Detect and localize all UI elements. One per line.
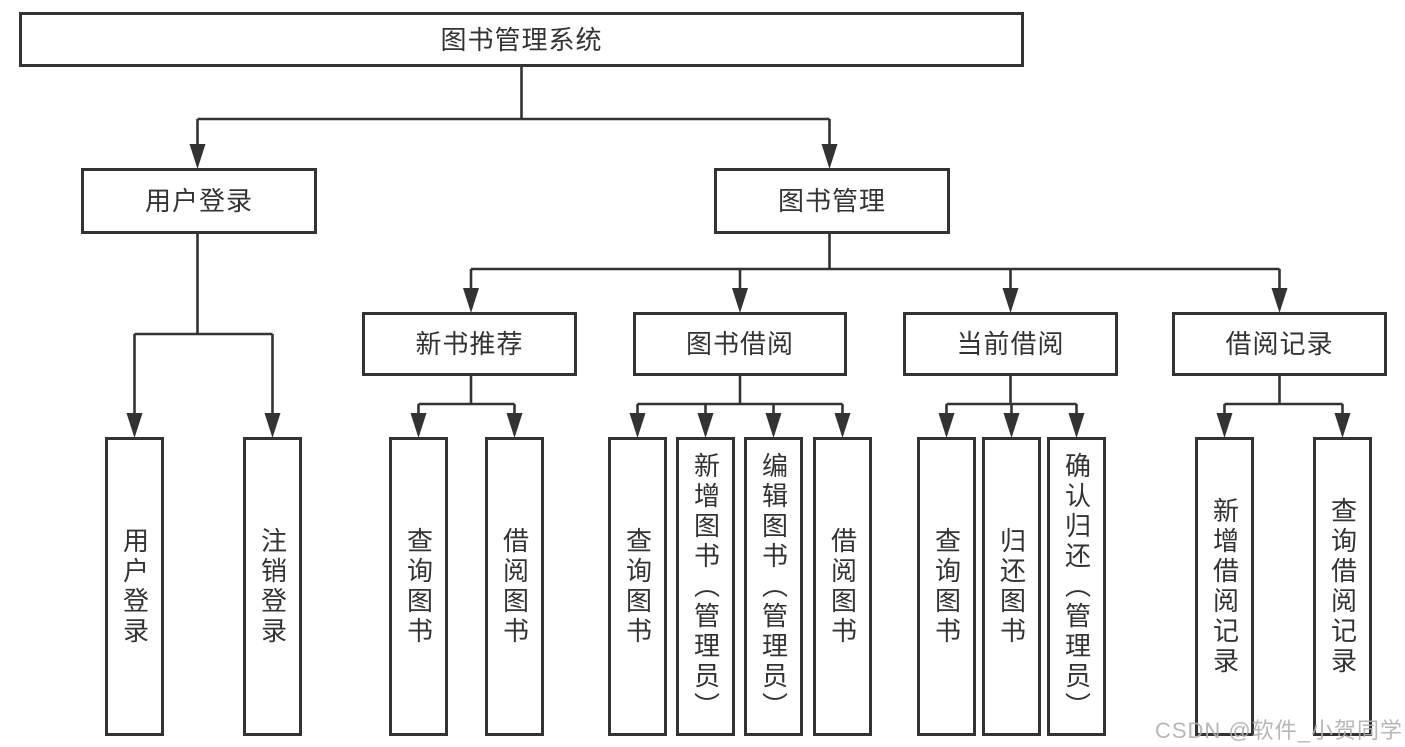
- leaf-edit-books-admin: 编辑图书（管理员）: [744, 437, 803, 736]
- node-label: 当前借阅: [956, 329, 1065, 359]
- node-label: 借阅记录: [1225, 329, 1334, 359]
- node-borrow-records: 借阅记录: [1172, 312, 1387, 376]
- node-label: 图书借阅: [685, 329, 794, 359]
- leaf-return-books: 归还图书: [982, 437, 1041, 736]
- node-label: 查询图书: [622, 526, 653, 647]
- node-label: 新增借阅记录: [1209, 496, 1240, 677]
- node-label: 借阅图书: [827, 526, 858, 647]
- node-label: 确认归还（管理员）: [1061, 451, 1092, 722]
- leaf-query-books: 查询图书: [917, 437, 976, 736]
- node-label: 借阅图书: [499, 526, 530, 647]
- node-label: 用户登录: [144, 186, 253, 216]
- leaf-query-borrow-record: 查询借阅记录: [1313, 437, 1372, 736]
- leaf-confirm-return-admin: 确认归还（管理员）: [1047, 437, 1106, 736]
- leaf-borrow-books: 借阅图书: [813, 437, 872, 736]
- node-book-management: 图书管理: [714, 168, 950, 234]
- node-label: 查询借阅记录: [1327, 496, 1358, 677]
- leaf-borrow-books: 借阅图书: [485, 437, 544, 736]
- node-label: 查询图书: [931, 526, 962, 647]
- node-book-borrow: 图书借阅: [633, 312, 847, 376]
- node-label: 编辑图书（管理员）: [758, 451, 789, 722]
- leaf-query-books: 查询图书: [608, 437, 667, 736]
- node-label: 用户登录: [119, 526, 150, 647]
- leaf-user-login: 用户登录: [105, 437, 164, 736]
- node-label: 归还图书: [996, 526, 1027, 647]
- leaf-add-borrow-record: 新增借阅记录: [1195, 437, 1254, 736]
- leaf-add-books-admin: 新增图书（管理员）: [676, 437, 735, 736]
- node-current-borrow: 当前借阅: [903, 312, 1118, 376]
- node-label: 新增图书（管理员）: [690, 451, 721, 722]
- node-label: 查询图书: [403, 526, 434, 647]
- node-label: 图书管理: [777, 186, 886, 216]
- node-library-management-system: 图书管理系统: [19, 12, 1024, 67]
- node-new-book-recommend: 新书推荐: [362, 312, 577, 376]
- node-label: 新书推荐: [415, 329, 524, 359]
- node-label: 图书管理系统: [440, 24, 603, 55]
- leaf-logout: 注销登录: [243, 437, 302, 736]
- csdn-watermark: CSDN @软件_小贺同学: [1154, 718, 1403, 743]
- node-user-login: 用户登录: [81, 168, 317, 234]
- leaf-query-books: 查询图书: [389, 437, 448, 736]
- node-label: 注销登录: [257, 526, 288, 647]
